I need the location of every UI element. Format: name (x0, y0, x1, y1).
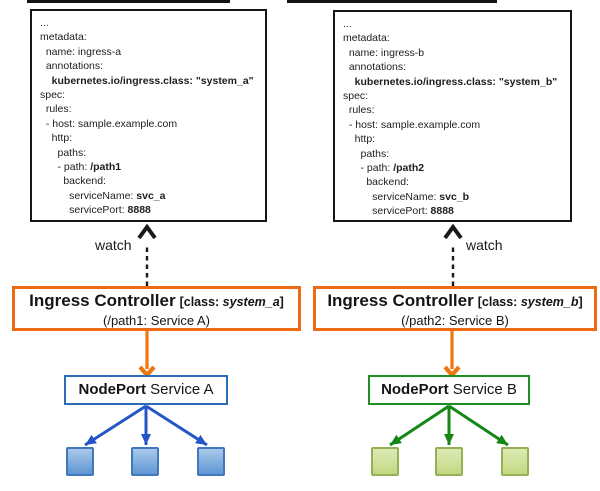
yaml-line: - host: sample.example.com (343, 118, 481, 131)
watch-label-b: watch (466, 237, 503, 253)
yaml-line: serviceName: svc_a (40, 189, 166, 202)
controller-a-title-line: Ingress Controller[class: system_a] (15, 290, 298, 313)
nodeport-b-pod-arrows (389, 404, 509, 447)
yaml-line: paths: (40, 146, 87, 159)
controller-b-subtitle: (/path2: Service B) (401, 313, 509, 328)
yaml-line: spec: (40, 89, 66, 102)
controller-b-class-suffix: ] (578, 295, 583, 309)
yaml-line: servicePort: 8888 (343, 205, 454, 218)
yaml-line: name: ingress-b (343, 46, 425, 59)
controller-b-class-prefix: [class: (477, 295, 521, 309)
cropped-edge-line-right (287, 0, 497, 3)
controller-a-title: Ingress Controller (29, 291, 176, 310)
controller-b-class: [class: system_b] (478, 295, 583, 309)
yaml-line: rules: (40, 103, 72, 116)
cropped-edge-line-left (27, 0, 230, 3)
controller-b-title-line: Ingress Controller[class: system_b] (316, 290, 594, 313)
nodeport-service-a-box: NodePort Service A (64, 375, 228, 405)
controller-a-subtitle: (/path1: Service A) (103, 313, 210, 328)
controller-a-class-suffix: ] (279, 295, 284, 309)
yaml-line: rules: (343, 104, 375, 117)
watch-label-a: watch (95, 237, 132, 253)
yaml-line: name: ingress-a (40, 45, 122, 58)
yaml-line: http: (40, 132, 73, 145)
yaml-line: http: (343, 133, 376, 146)
pod-square-b3 (501, 447, 529, 476)
watch-arrow-a (137, 223, 157, 286)
yaml-line: metadata: (343, 32, 390, 45)
ingress-a-manifest-box: ... metadata: name: ingress-a annotations… (30, 9, 267, 222)
nodeport-a-bold: NodePort (78, 381, 146, 398)
controller-b-class-name: system_b (520, 295, 579, 309)
yaml-line: metadata: (40, 31, 87, 44)
yaml-line: serviceName: svc_b (343, 190, 470, 203)
yaml-code-b: ... metadata: name: ingress-b annotations… (343, 17, 566, 219)
yaml-line: kubernetes.io/ingress.class: "system_a" (51, 74, 254, 87)
controller-a-class: [class: system_a] (180, 295, 284, 309)
pod-square-b1 (371, 447, 399, 476)
controller-a-class-name: system_a (222, 295, 280, 309)
nodeport-a-rest: Service A (145, 381, 214, 398)
yaml-line: - host: sample.example.com (40, 117, 178, 130)
pod-square-a1 (66, 447, 94, 476)
pod-square-a2 (131, 447, 159, 476)
yaml-line: annotations: (40, 60, 104, 73)
yaml-line: servicePort: 8888 (40, 204, 151, 217)
yaml-line: annotations: (343, 61, 407, 74)
controller-a-class-prefix: [class: (179, 295, 223, 309)
yaml-line: spec: (343, 90, 369, 103)
ingress-controller-a-box: Ingress Controller[class: system_a] (/pa… (12, 286, 301, 331)
nodeport-a-pod-arrows (84, 404, 208, 447)
yaml-line: ... (40, 17, 49, 29)
nodeport-b-rest: Service B (448, 381, 517, 398)
yaml-line: paths: (343, 147, 390, 160)
yaml-line: - path: /path2 (343, 162, 425, 175)
controller-b-title: Ingress Controller (327, 291, 474, 310)
nodeport-service-b-box: NodePort Service B (368, 375, 530, 405)
yaml-line: ... (343, 18, 352, 30)
nodeport-b-bold: NodePort (381, 381, 449, 398)
yaml-line: kubernetes.io/ingress.class: "system_b" (354, 75, 558, 88)
yaml-line: backend: (343, 176, 409, 189)
pod-square-b2 (435, 447, 463, 476)
yaml-line: backend: (40, 175, 106, 188)
yaml-code-a: ... metadata: name: ingress-a annotations… (40, 16, 261, 218)
watch-arrow-b (443, 223, 463, 286)
pod-square-a3 (197, 447, 225, 476)
ingress-b-manifest-box: ... metadata: name: ingress-b annotations… (333, 10, 572, 222)
yaml-line: - path: /path1 (40, 161, 122, 174)
ingress-controller-b-box: Ingress Controller[class: system_b] (/pa… (313, 286, 597, 331)
